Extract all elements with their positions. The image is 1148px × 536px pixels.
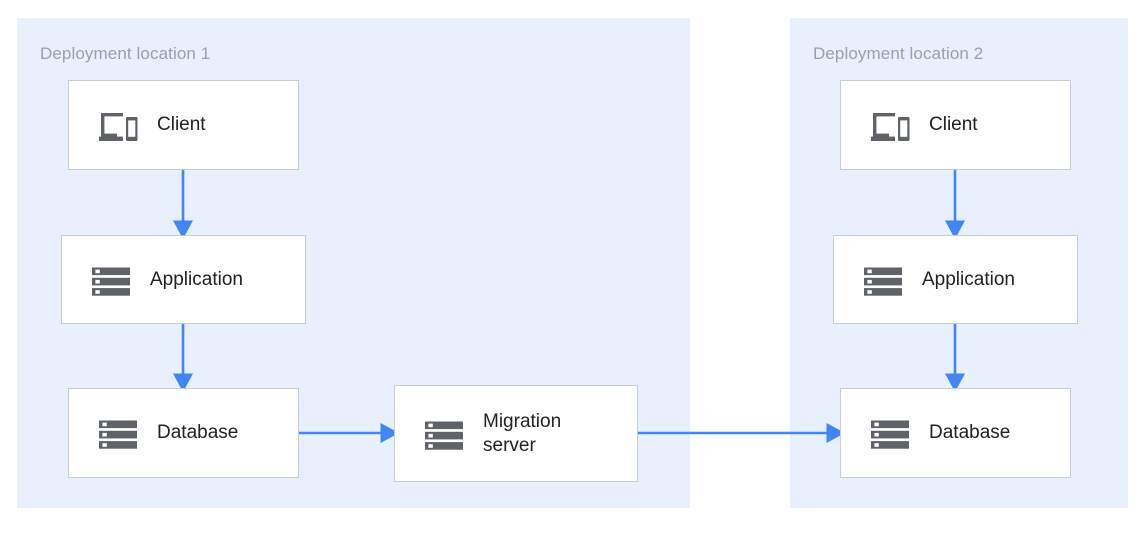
server-icon (867, 410, 913, 456)
server-icon (88, 257, 134, 303)
devices-icon (867, 102, 913, 148)
node-application-2[interactable]: Application (833, 235, 1078, 324)
node-migration-server[interactable]: Migration server (394, 385, 638, 482)
deployment-zone-2-label: Deployment location 2 (813, 44, 984, 63)
server-icon (421, 411, 467, 457)
node-database-1-label: Database (157, 422, 239, 444)
node-application-1[interactable]: Application (61, 235, 306, 324)
node-client-1[interactable]: Client (68, 80, 299, 170)
node-client-2-label: Client (929, 114, 978, 136)
node-database-2[interactable]: Database (840, 388, 1071, 478)
node-client-1-label: Client (157, 114, 206, 136)
deployment-zone-1-label: Deployment location 1 (40, 44, 211, 63)
node-migration-server-label: Migration server (483, 411, 562, 456)
node-application-2-label: Application (922, 268, 1015, 290)
node-database-1[interactable]: Database (68, 388, 299, 478)
devices-icon (95, 102, 141, 148)
node-client-2[interactable]: Client (840, 80, 1071, 170)
server-icon (860, 257, 906, 303)
node-database-2-label: Database (929, 422, 1011, 444)
node-application-1-label: Application (150, 268, 243, 290)
server-icon (95, 410, 141, 456)
